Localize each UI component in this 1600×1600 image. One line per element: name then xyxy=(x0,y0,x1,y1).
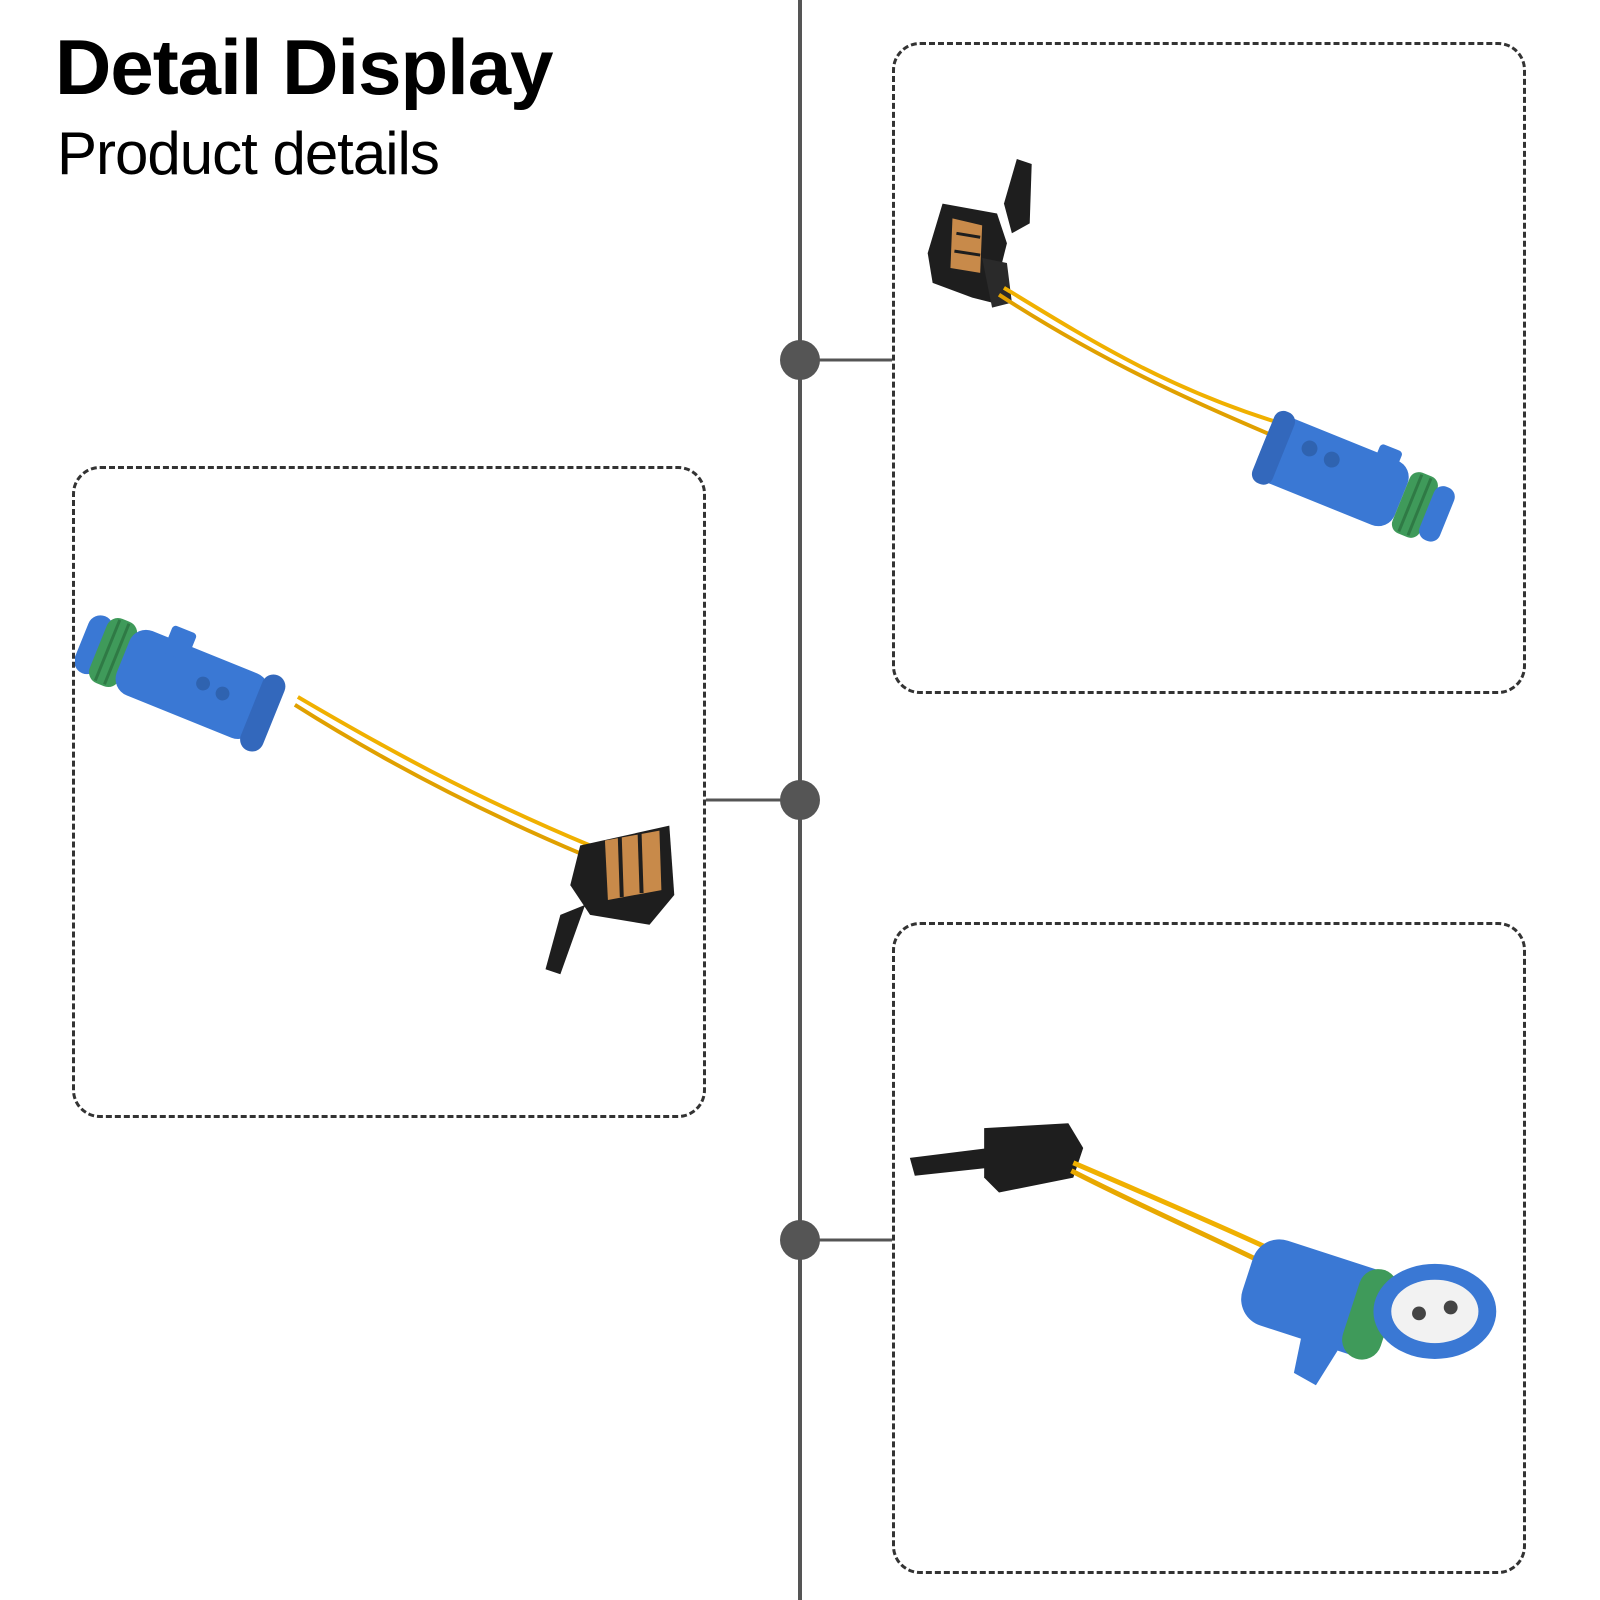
pin xyxy=(1412,1306,1426,1321)
detail-panel-bottom xyxy=(892,922,1526,1574)
timeline-dot-mid xyxy=(780,780,820,820)
plug-face xyxy=(1373,1263,1497,1359)
pin xyxy=(1443,1300,1458,1315)
detail-panel-top xyxy=(892,42,1526,694)
sensor-image-plug-end-view xyxy=(909,1123,1497,1386)
page-title: Detail Display xyxy=(55,23,554,111)
wire xyxy=(296,695,591,848)
sensor-image-side-view xyxy=(927,158,1455,542)
wire xyxy=(1002,286,1292,429)
blue-connector xyxy=(75,615,286,752)
sensor-head xyxy=(927,158,1032,308)
page-subtitle: Product details xyxy=(57,120,440,187)
timeline-dot-bot xyxy=(780,1220,820,1260)
wire xyxy=(293,703,586,858)
wire xyxy=(997,293,1288,444)
sensor-clip xyxy=(909,1123,1084,1193)
sensor-image-front-view xyxy=(75,615,675,975)
timeline-dot-top xyxy=(780,340,820,380)
wire xyxy=(1072,1160,1278,1255)
sensor-head xyxy=(545,825,675,975)
blue-connector xyxy=(1251,410,1455,542)
wire xyxy=(1070,1168,1273,1270)
detail-panel-middle xyxy=(72,466,706,1118)
